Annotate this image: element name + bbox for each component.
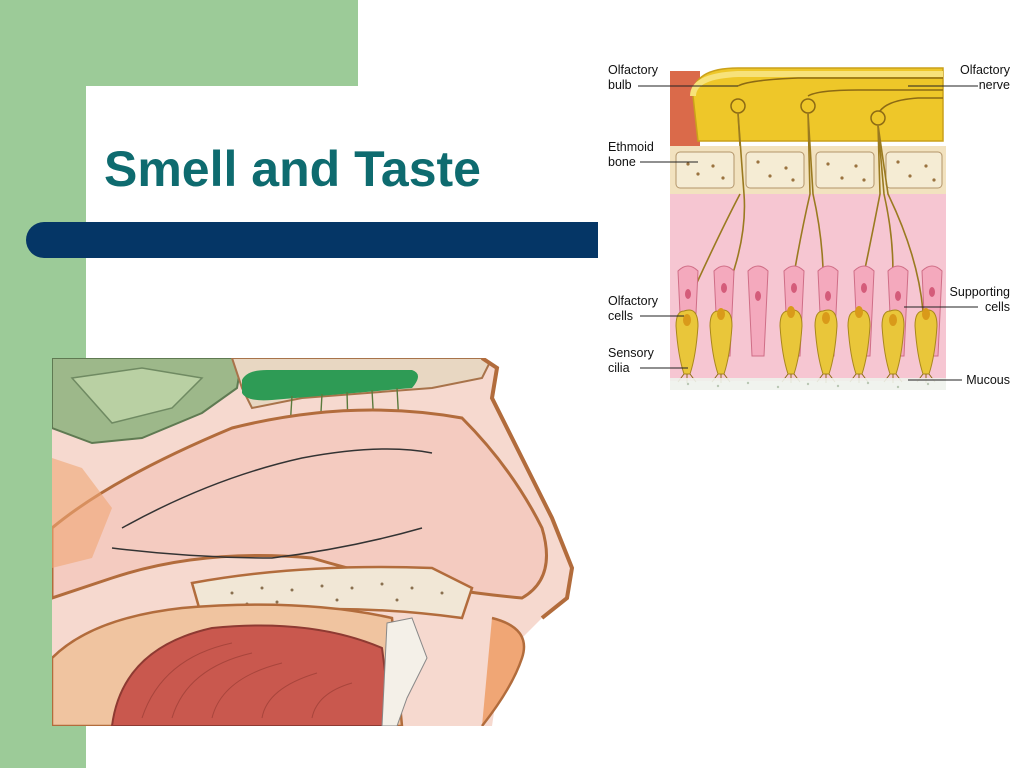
label-supporting-cells-1: Supporting: [950, 285, 1011, 299]
label-mucous: Mucous: [966, 373, 1010, 387]
label-olfactory-bulb-2: bulb: [608, 78, 632, 92]
label-sensory-cilia-2: cilia: [608, 361, 630, 375]
label-olfactory-nerve-1: Olfactory: [960, 63, 1011, 77]
label-olfactory-cells-1: Olfactory: [608, 294, 659, 308]
olfactory-epithelium-diagram: Olfactory bulb Olfactory nerve Ethmoid b…: [598, 56, 1024, 400]
nasal-cavity-svg: [52, 358, 605, 726]
content-corner: [86, 86, 146, 146]
title-rule-bar: [26, 222, 598, 258]
top-green-panel: [86, 0, 358, 86]
label-ethmoid-bone-2: bone: [608, 155, 636, 169]
olfactory-diagram-svg: Olfactory bulb Olfactory nerve Ethmoid b…: [608, 63, 1011, 390]
slide-title: Smell and Taste: [104, 141, 481, 197]
label-ethmoid-bone-1: Ethmoid: [608, 140, 654, 154]
label-sensory-cilia-1: Sensory: [608, 346, 655, 360]
label-olfactory-cells-2: cells: [608, 309, 633, 323]
nasal-cavity-illustration: [52, 358, 605, 726]
label-olfactory-nerve-2: nerve: [979, 78, 1010, 92]
label-supporting-cells-2: cells: [985, 300, 1010, 314]
label-olfactory-bulb-1: Olfactory: [608, 63, 659, 77]
